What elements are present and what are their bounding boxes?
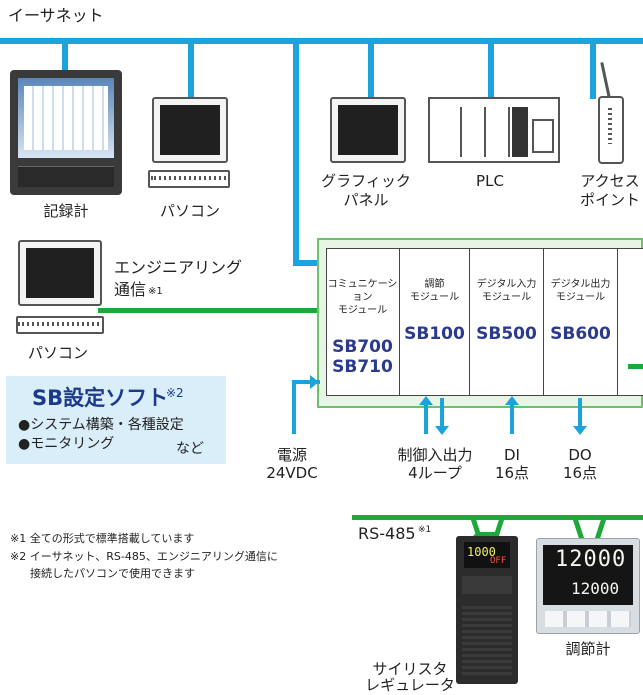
module-sb600: デジタル出力 モジュール SB600 [544, 248, 618, 396]
controller-pv: 12000 [555, 547, 627, 572]
rs485-label: RS-485 [358, 524, 416, 543]
recorder-device [10, 70, 122, 195]
rs485-right-line [628, 364, 643, 369]
access-point-label1: アクセス [580, 172, 640, 190]
ctrl-in-arrow [424, 404, 428, 434]
eng-comm-label2: 通信 [114, 280, 147, 299]
software-item-1: ●システム構築・各種設定 [18, 417, 184, 433]
software-box: SB設定ソフト ※2 ●システム構築・各種設定 ●モニタリング など [6, 376, 226, 464]
access-point-device [598, 96, 624, 164]
ap-drop [590, 44, 596, 99]
rs485-bus [352, 515, 643, 520]
graphic-panel-label2: パネル [343, 191, 389, 209]
thyristor-display-1: 1000 [467, 545, 496, 559]
power-arrow [292, 382, 296, 434]
arrow-head-icon [505, 396, 519, 405]
pc-top-label: パソコン [159, 202, 220, 220]
di-label1: DI [504, 446, 520, 464]
module-sb700: コミュニケーション モジュール SB700 SB710 [326, 248, 400, 396]
arrow-head-icon [435, 426, 449, 435]
recorder-label: 記録計 [43, 202, 89, 220]
graphic-panel-label1: グラフィック [321, 172, 411, 190]
eng-comm-note: ※1 [148, 286, 163, 297]
pc-left-label: パソコン [27, 344, 88, 362]
sb-drop-h [293, 260, 326, 266]
ctrl-label1: 制御入出力 [397, 446, 473, 464]
plc-drop [488, 44, 494, 99]
software-title: SB設定ソフト [32, 386, 169, 410]
plc-label: PLC [476, 172, 504, 190]
power-label2: 24VDC [266, 464, 318, 482]
ethernet-label: イーサネット [8, 6, 104, 25]
do-arrow [578, 398, 582, 428]
pc-top-drop [188, 44, 194, 99]
controller-label: 調節計 [565, 640, 611, 658]
eng-comm-line [98, 308, 320, 313]
access-point-label2: ポイント [579, 191, 640, 209]
panel-drop [368, 44, 374, 99]
footnote-2b: 接続したパソコンで使用できます [30, 567, 195, 580]
graphic-panel-device [330, 97, 406, 163]
do-label1: DO [568, 446, 592, 464]
plc-device [428, 97, 560, 163]
software-note: ※2 [166, 386, 184, 400]
recorder-drop [62, 44, 68, 74]
thyristor-display-2: OFF [490, 556, 507, 566]
arrow-head-icon [419, 396, 433, 405]
module-sb500: デジタル入力 モジュール SB500 [470, 248, 544, 396]
thyristor-label1: サイリスタ [372, 660, 448, 678]
sb-modules [326, 248, 643, 396]
footnote-2a: ※2 イーサネット、RS-485、エンジニアリング通信に [10, 550, 278, 563]
module-sb100: 調節 モジュール SB100 [400, 248, 470, 396]
software-etc: など [176, 441, 204, 457]
eng-comm-label1: エンジニアリング [114, 258, 243, 277]
arrow-head-icon [310, 375, 319, 389]
thyristor-label2: レギュレータ [365, 676, 455, 694]
sb-drop [293, 44, 299, 266]
rs485-tap-thyristor [472, 517, 500, 537]
arrow-head-icon [573, 426, 587, 435]
pc-left-monitor [18, 240, 102, 306]
power-arrow-h [292, 380, 320, 384]
antenna-icon [600, 62, 611, 98]
ctrl-out-arrow [440, 398, 444, 428]
software-item-2: ●モニタリング [18, 436, 115, 452]
di-arrow [510, 404, 514, 434]
ethernet-bus [0, 38, 643, 44]
controller-sv: 12000 [571, 579, 620, 598]
footnote-1: ※1 全ての形式で標準搭載しています [10, 532, 195, 545]
di-label2: 16点 [494, 464, 530, 482]
thyristor-device: 1000 OFF [456, 536, 518, 684]
power-label1: 電源 [276, 446, 307, 464]
controller-device: 12000 12000 [536, 538, 640, 634]
recorder-screen [18, 78, 114, 158]
rs485-note: ※1 [418, 525, 432, 535]
do-label2: 16点 [562, 464, 598, 482]
pc-top-keyboard [148, 170, 230, 188]
ctrl-label2: 4ループ [408, 464, 462, 482]
pc-top-monitor [152, 97, 228, 163]
pc-left-keyboard [16, 316, 104, 334]
